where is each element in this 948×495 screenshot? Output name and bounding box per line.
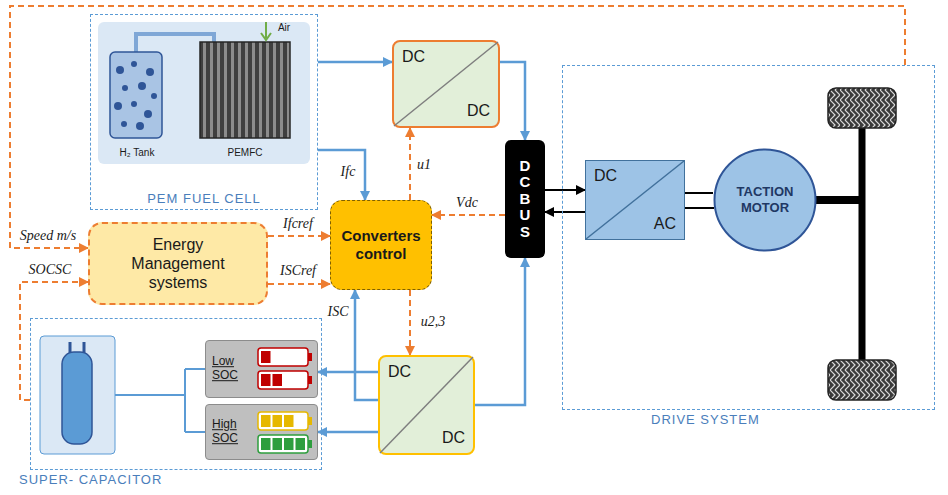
drive-system-region: DCACTACTION MOTORDRIVE SYSTEM bbox=[562, 65, 935, 410]
fuel-cell-region: PEM FUEL CELL bbox=[90, 14, 318, 210]
connector bbox=[318, 371, 378, 374]
connector bbox=[685, 192, 713, 194]
node-text: Energy Management systems bbox=[122, 235, 234, 293]
connector bbox=[545, 211, 585, 213]
connector bbox=[409, 290, 411, 355]
connector bbox=[268, 283, 330, 285]
energy-management-box: Energy Management systems bbox=[88, 222, 268, 305]
connector bbox=[475, 258, 525, 405]
axle bbox=[859, 106, 866, 382]
dc-bus: DC BUS bbox=[505, 140, 545, 258]
connector bbox=[318, 61, 392, 64]
signal-label: SOCSC bbox=[29, 262, 72, 278]
dc-dc-converter: DC DC bbox=[378, 355, 475, 455]
connector bbox=[409, 128, 411, 200]
region-heading: SUPER- CAPACITOR bbox=[19, 472, 162, 487]
control-box: Converters control bbox=[330, 200, 432, 290]
signal-label: ISCref bbox=[280, 263, 316, 279]
node-text: DC bbox=[594, 167, 617, 185]
node-text: DC bbox=[467, 102, 490, 120]
node-text: DC bbox=[442, 429, 465, 447]
connector bbox=[500, 62, 525, 140]
soc-box: High SOC bbox=[205, 404, 318, 460]
wheel-tread bbox=[828, 360, 896, 400]
wheel bbox=[828, 360, 896, 400]
node-text: Low SOC bbox=[212, 355, 252, 383]
part-label: H₂ Tank bbox=[120, 147, 155, 158]
signal-label: Ifc bbox=[341, 164, 356, 180]
node-text: Converters control bbox=[336, 227, 426, 263]
fuel-cell-stack bbox=[200, 42, 290, 138]
node-text: TACTION MOTOR bbox=[725, 184, 805, 215]
hydrogen-tank bbox=[110, 52, 162, 138]
part-label: PEMFC bbox=[228, 147, 263, 158]
node-text: DC bbox=[388, 363, 411, 381]
traction-motor: TACTION MOTOR bbox=[713, 148, 817, 252]
connector bbox=[318, 431, 378, 434]
soc-bracket bbox=[115, 369, 205, 432]
connector bbox=[545, 189, 585, 191]
motor-cable bbox=[685, 207, 714, 209]
connector bbox=[268, 235, 330, 237]
supercap-cell bbox=[62, 352, 92, 444]
connector bbox=[10, 6, 905, 248]
motor-shaft bbox=[815, 196, 864, 204]
connector bbox=[318, 150, 365, 200]
signal-label: Ifcref bbox=[283, 216, 313, 232]
fuel-cell-panel bbox=[98, 22, 310, 164]
signal-label: u1 bbox=[417, 157, 431, 173]
wheel bbox=[828, 88, 896, 128]
wheel-tread bbox=[828, 88, 896, 128]
signal-label: ISC bbox=[328, 304, 349, 320]
node-text: High SOC bbox=[212, 418, 252, 446]
node-text: AC bbox=[654, 215, 676, 233]
air-arrow bbox=[261, 22, 271, 40]
tank-bubbles bbox=[114, 61, 157, 130]
part-label: Air bbox=[278, 22, 290, 33]
region-heading: PEM FUEL CELL bbox=[91, 191, 317, 206]
node-text: DC BUS bbox=[518, 158, 533, 241]
node-text: DC bbox=[402, 48, 425, 66]
signal-label: Vdc bbox=[456, 195, 478, 211]
signal-label: Speed m/s bbox=[20, 228, 76, 244]
region-heading: DRIVE SYSTEM bbox=[651, 412, 760, 427]
signal-label: u2,3 bbox=[421, 314, 446, 330]
connector bbox=[432, 214, 505, 216]
supercapacitor-region: Low SOCHigh SOCSUPER- CAPACITOR bbox=[30, 318, 322, 470]
connector bbox=[355, 290, 378, 400]
supercap-panel bbox=[40, 336, 115, 454]
inverter-box: DC AC bbox=[585, 160, 685, 240]
dc-dc-converter: DC DC bbox=[392, 40, 500, 128]
soc-box: Low SOC bbox=[205, 340, 318, 398]
